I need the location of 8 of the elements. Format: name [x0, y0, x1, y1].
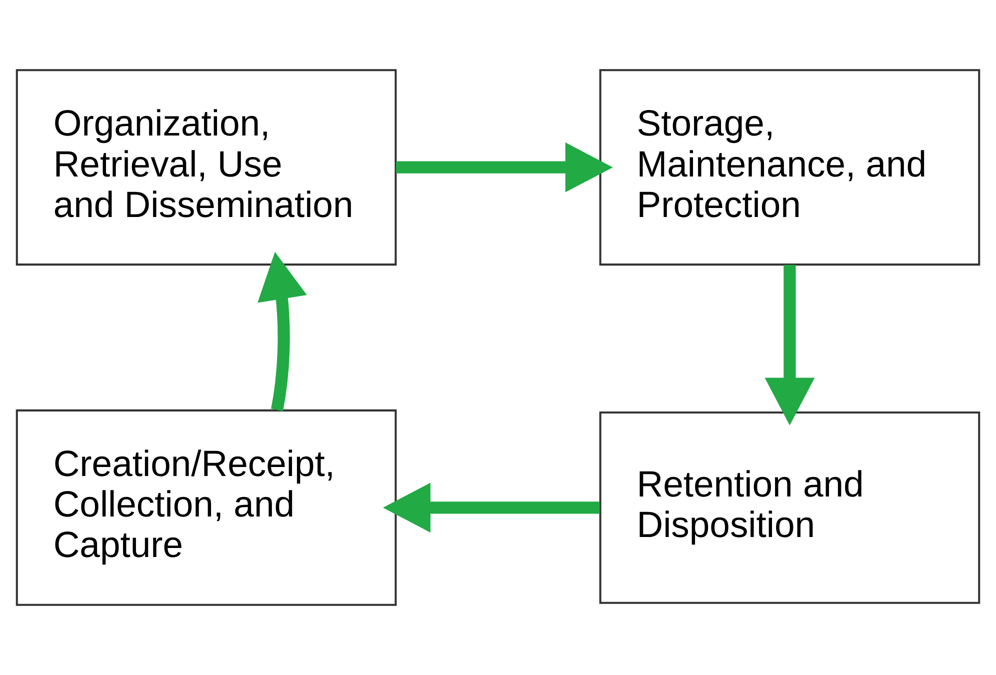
node-box: Creation/Receipt, Collection, and Capture — [16, 409, 397, 606]
node-box: Storage, Maintenance, and Protection — [599, 69, 980, 266]
arrow — [764, 264, 815, 426]
arrow — [382, 482, 600, 533]
node-box: Retention and Disposition — [599, 411, 980, 604]
arrow — [396, 142, 613, 192]
node-box: Organization, Retrieval, Use and Dissemination — [16, 69, 397, 266]
arrow — [258, 252, 307, 412]
